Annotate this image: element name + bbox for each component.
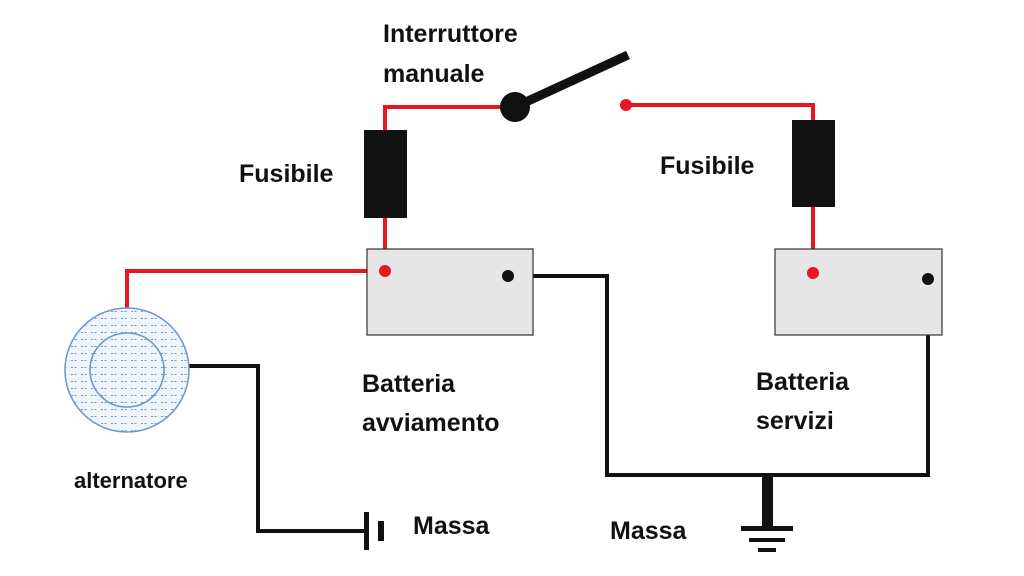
starter-battery [366,248,534,336]
ground-right-label: Massa [610,517,688,545]
alternator [64,307,190,433]
alternator-outer-pattern [66,309,188,431]
service-battery-body [774,248,943,336]
fuse-right [792,120,835,207]
service-battery-label-line1: Batteria [756,368,850,396]
ground-wiring [188,274,930,533]
ground-left-plate-long [364,512,369,550]
switch-label-line2: manuale [383,60,485,88]
switch-label-line1: Interruttore [383,20,518,48]
starter-battery-negative-terminal [502,270,514,282]
wire-starter-battery-negative-to-ground [508,274,767,477]
ground-left-label: Massa [413,512,491,540]
switch-lever [513,50,630,112]
ground-right-bar-1 [741,526,793,531]
starter-battery-label-line2: avviamento [362,409,500,437]
alternator-inner-ring [89,332,165,408]
alternator-label: alternatore [74,468,188,493]
ground-symbol-left [364,512,384,550]
fuse-right-label: Fusibile [660,152,755,180]
service-battery-positive-terminal [807,267,819,279]
service-battery-label-line2: servizi [756,407,834,435]
wire-alternator-to-starter-battery [125,269,387,310]
starter-battery-body [366,248,534,336]
ground-symbol-right [741,475,793,552]
wire-left-fuse-to-switch [383,105,517,132]
fuse-left-label: Fusibile [239,160,334,188]
service-battery [774,248,943,336]
wire-alternator-to-ground [188,364,365,533]
service-battery-negative-terminal [922,273,934,285]
fuse-left [364,130,407,218]
ground-right-stem [762,475,773,526]
wire-service-battery-negative-to-ground [767,279,930,477]
manual-switch [500,50,632,122]
switch-contact [620,99,632,111]
starter-battery-label-line1: Batteria [362,370,456,398]
wire-switch-to-right-fuse [624,103,815,122]
ground-right-bar-3 [758,548,776,552]
starter-battery-positive-terminal [379,265,391,277]
ground-right-bar-2 [749,538,785,542]
ground-left-plate-short [378,521,384,541]
